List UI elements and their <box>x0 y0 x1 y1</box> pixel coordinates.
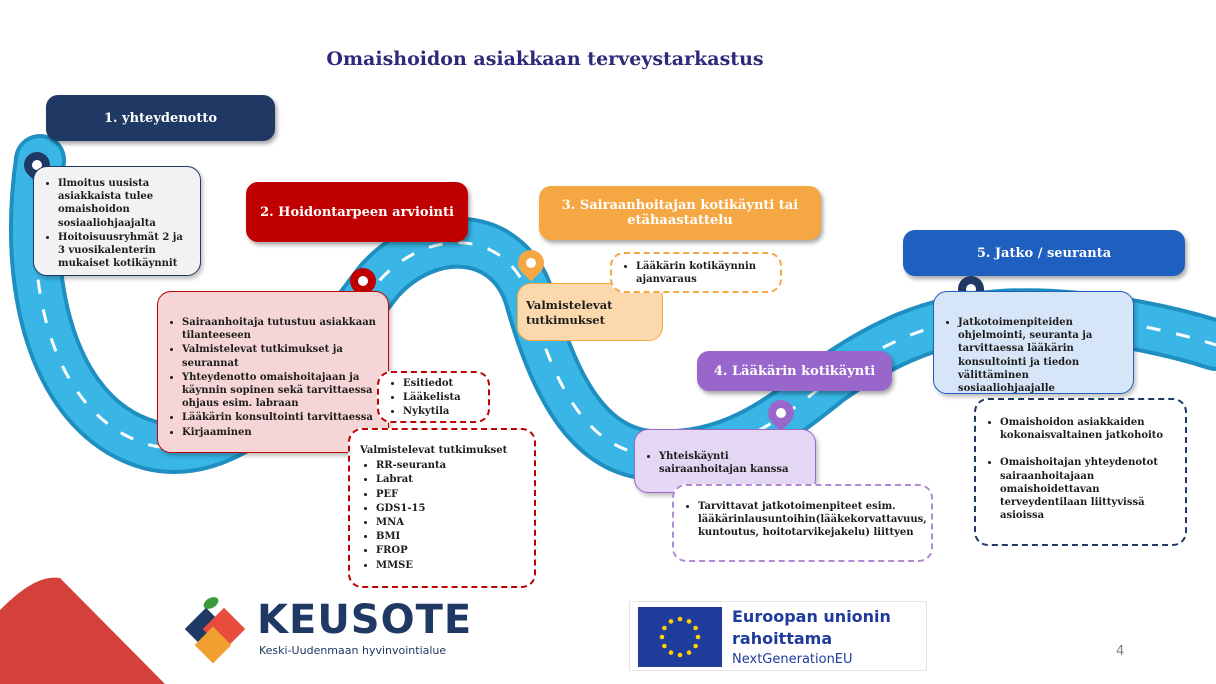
test-item: MMSE <box>376 559 526 572</box>
step-5-note: Omaishoidon asiakkaiden kokonaisvaltaine… <box>974 398 1187 546</box>
test-item: BMI <box>376 530 526 543</box>
step-5-heading: 5. Jatko / seuranta <box>903 230 1185 276</box>
step-3-note-item: Lääkärin kotikäynnin ajanvaraus <box>636 260 772 286</box>
side-note-item: Nykytila <box>403 405 480 418</box>
test-item: Labrat <box>376 473 526 486</box>
step-5-item: Jatkotoimenpiteiden ohjelmointi, seurant… <box>958 316 1123 395</box>
step-2-item: Valmistelevat tutkimukset ja seurannat <box>182 343 378 369</box>
step-4-note: Tarvittavat jatkotoimenpiteet esim. lääk… <box>672 484 933 562</box>
step-1-box: Ilmoitus uusista asiakkaista tulee omais… <box>33 166 201 276</box>
step-3-note: Lääkärin kotikäynnin ajanvaraus <box>610 252 782 293</box>
test-item: PEF <box>376 488 526 501</box>
step-2-item: Kirjaaminen <box>182 426 378 439</box>
step-3-heading: 3. Sairaanhoitajan kotikäynti tai etähaa… <box>539 186 821 240</box>
eu-line-2: rahoittama <box>732 629 833 648</box>
tests-title: Valmistelevat tutkimukset <box>360 445 508 456</box>
keusote-name: KEUSOTE <box>257 597 473 643</box>
step-5-box: Jatkotoimenpiteiden ohjelmointi, seurant… <box>933 291 1134 394</box>
eu-funding-logo: Euroopan unionin rahoittama NextGenerati… <box>629 601 927 671</box>
keusote-logo: KEUSOTE Keski-Uudenmaan hyvinvointialue <box>183 592 471 672</box>
step-2-heading: 2. Hoidontarpeen arviointi <box>246 182 468 242</box>
page-number: 4 <box>1116 644 1125 659</box>
test-item: FROP <box>376 544 526 557</box>
step-1-item: Hoitoisuusryhmät 2 ja 3 vuosikalenterin … <box>58 231 190 271</box>
step-4-box: Yhteiskäynti sairaanhoitajan kanssa <box>634 429 816 493</box>
step-4-heading: 4. Lääkärin kotikäynti <box>697 351 892 391</box>
step-2-box: Sairaanhoitaja tutustuu asiakkaan tilant… <box>157 291 389 453</box>
page-title: Omaishoidon asiakkaan terveystarkastus <box>326 48 764 70</box>
test-item: MNA <box>376 516 526 529</box>
step-2-item: Yhteydenotto omaishoitajaan ja käynnin s… <box>182 371 378 411</box>
step-4-note-item: Tarvittavat jatkotoimenpiteet esim. lääk… <box>698 500 927 540</box>
step-1-item: Ilmoitus uusista asiakkaista tulee omais… <box>58 177 190 230</box>
test-item: RR-seuranta <box>376 459 526 472</box>
side-note-item: Esitiedot <box>403 377 480 390</box>
step-2-tests-box: Valmistelevat tutkimukset RR-seuranta La… <box>348 428 536 588</box>
test-item: GDS1-15 <box>376 502 526 515</box>
keusote-subtitle: Keski-Uudenmaan hyvinvointialue <box>259 644 447 657</box>
step-2-item: Sairaanhoitaja tutustuu asiakkaan tilant… <box>182 316 378 342</box>
step-5-note-item: Omaishoitajan yhteydenotot sairaanhoitaj… <box>1000 456 1177 522</box>
eu-line-1: Euroopan unionin <box>732 607 891 626</box>
step-4-item: Yhteiskäynti sairaanhoitajan kanssa <box>659 450 805 476</box>
eu-line-3: NextGenerationEU <box>732 652 853 667</box>
step-1-heading: 1. yhteydenotto <box>46 95 275 141</box>
step-2-item: Lääkärin konsultointi tarvittaessa <box>182 411 378 424</box>
side-note-item: Lääkelista <box>403 391 480 404</box>
eu-flag-icon <box>638 607 722 667</box>
step-5-note-item: Omaishoidon asiakkaiden kokonaisvaltaine… <box>1000 416 1177 442</box>
step-2-side-note: Esitiedot Lääkelista Nykytila <box>377 371 490 423</box>
keusote-emblem <box>184 597 246 664</box>
